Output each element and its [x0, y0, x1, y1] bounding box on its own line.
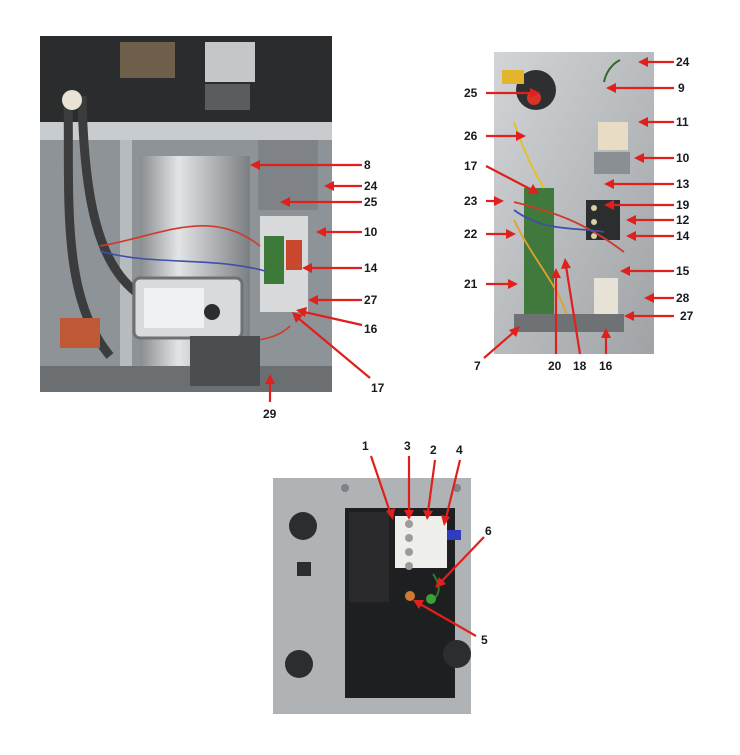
- svg-text:12: 12: [676, 213, 690, 227]
- svg-text:6: 6: [485, 524, 492, 538]
- svg-text:15: 15: [676, 264, 690, 278]
- svg-text:18: 18: [573, 359, 587, 373]
- svg-text:28: 28: [676, 291, 690, 305]
- svg-text:29: 29: [263, 407, 277, 421]
- svg-text:27: 27: [680, 309, 694, 323]
- svg-text:21: 21: [464, 277, 478, 291]
- svg-text:3: 3: [404, 439, 411, 453]
- svg-text:11: 11: [676, 115, 689, 129]
- svg-text:22: 22: [464, 227, 478, 241]
- svg-text:9: 9: [678, 81, 685, 95]
- svg-text:24: 24: [364, 179, 378, 193]
- svg-text:27: 27: [364, 293, 378, 307]
- svg-text:24: 24: [676, 55, 690, 69]
- svg-text:16: 16: [364, 322, 378, 336]
- svg-text:23: 23: [464, 194, 478, 208]
- svg-text:13: 13: [676, 177, 690, 191]
- svg-text:14: 14: [364, 261, 378, 275]
- svg-text:16: 16: [599, 359, 613, 373]
- svg-text:10: 10: [676, 151, 690, 165]
- cabinet-interior-photo: [40, 36, 332, 392]
- svg-text:10: 10: [364, 225, 378, 239]
- svg-text:19: 19: [676, 198, 690, 212]
- svg-text:7: 7: [474, 359, 481, 373]
- callout-a-24: 24: [324, 179, 378, 193]
- terminal-block-photo: [273, 478, 471, 714]
- svg-text:8: 8: [364, 158, 371, 172]
- svg-text:20: 20: [548, 359, 562, 373]
- svg-text:5: 5: [481, 633, 488, 647]
- svg-text:25: 25: [464, 86, 478, 100]
- svg-text:17: 17: [371, 381, 385, 395]
- svg-text:25: 25: [364, 195, 378, 209]
- svg-text:4: 4: [456, 443, 463, 457]
- svg-text:17: 17: [464, 159, 478, 173]
- svg-text:1: 1: [362, 439, 369, 453]
- svg-text:26: 26: [464, 129, 478, 143]
- svg-text:2: 2: [430, 443, 437, 457]
- control-panel-photo: [494, 52, 654, 354]
- svg-text:14: 14: [676, 229, 690, 243]
